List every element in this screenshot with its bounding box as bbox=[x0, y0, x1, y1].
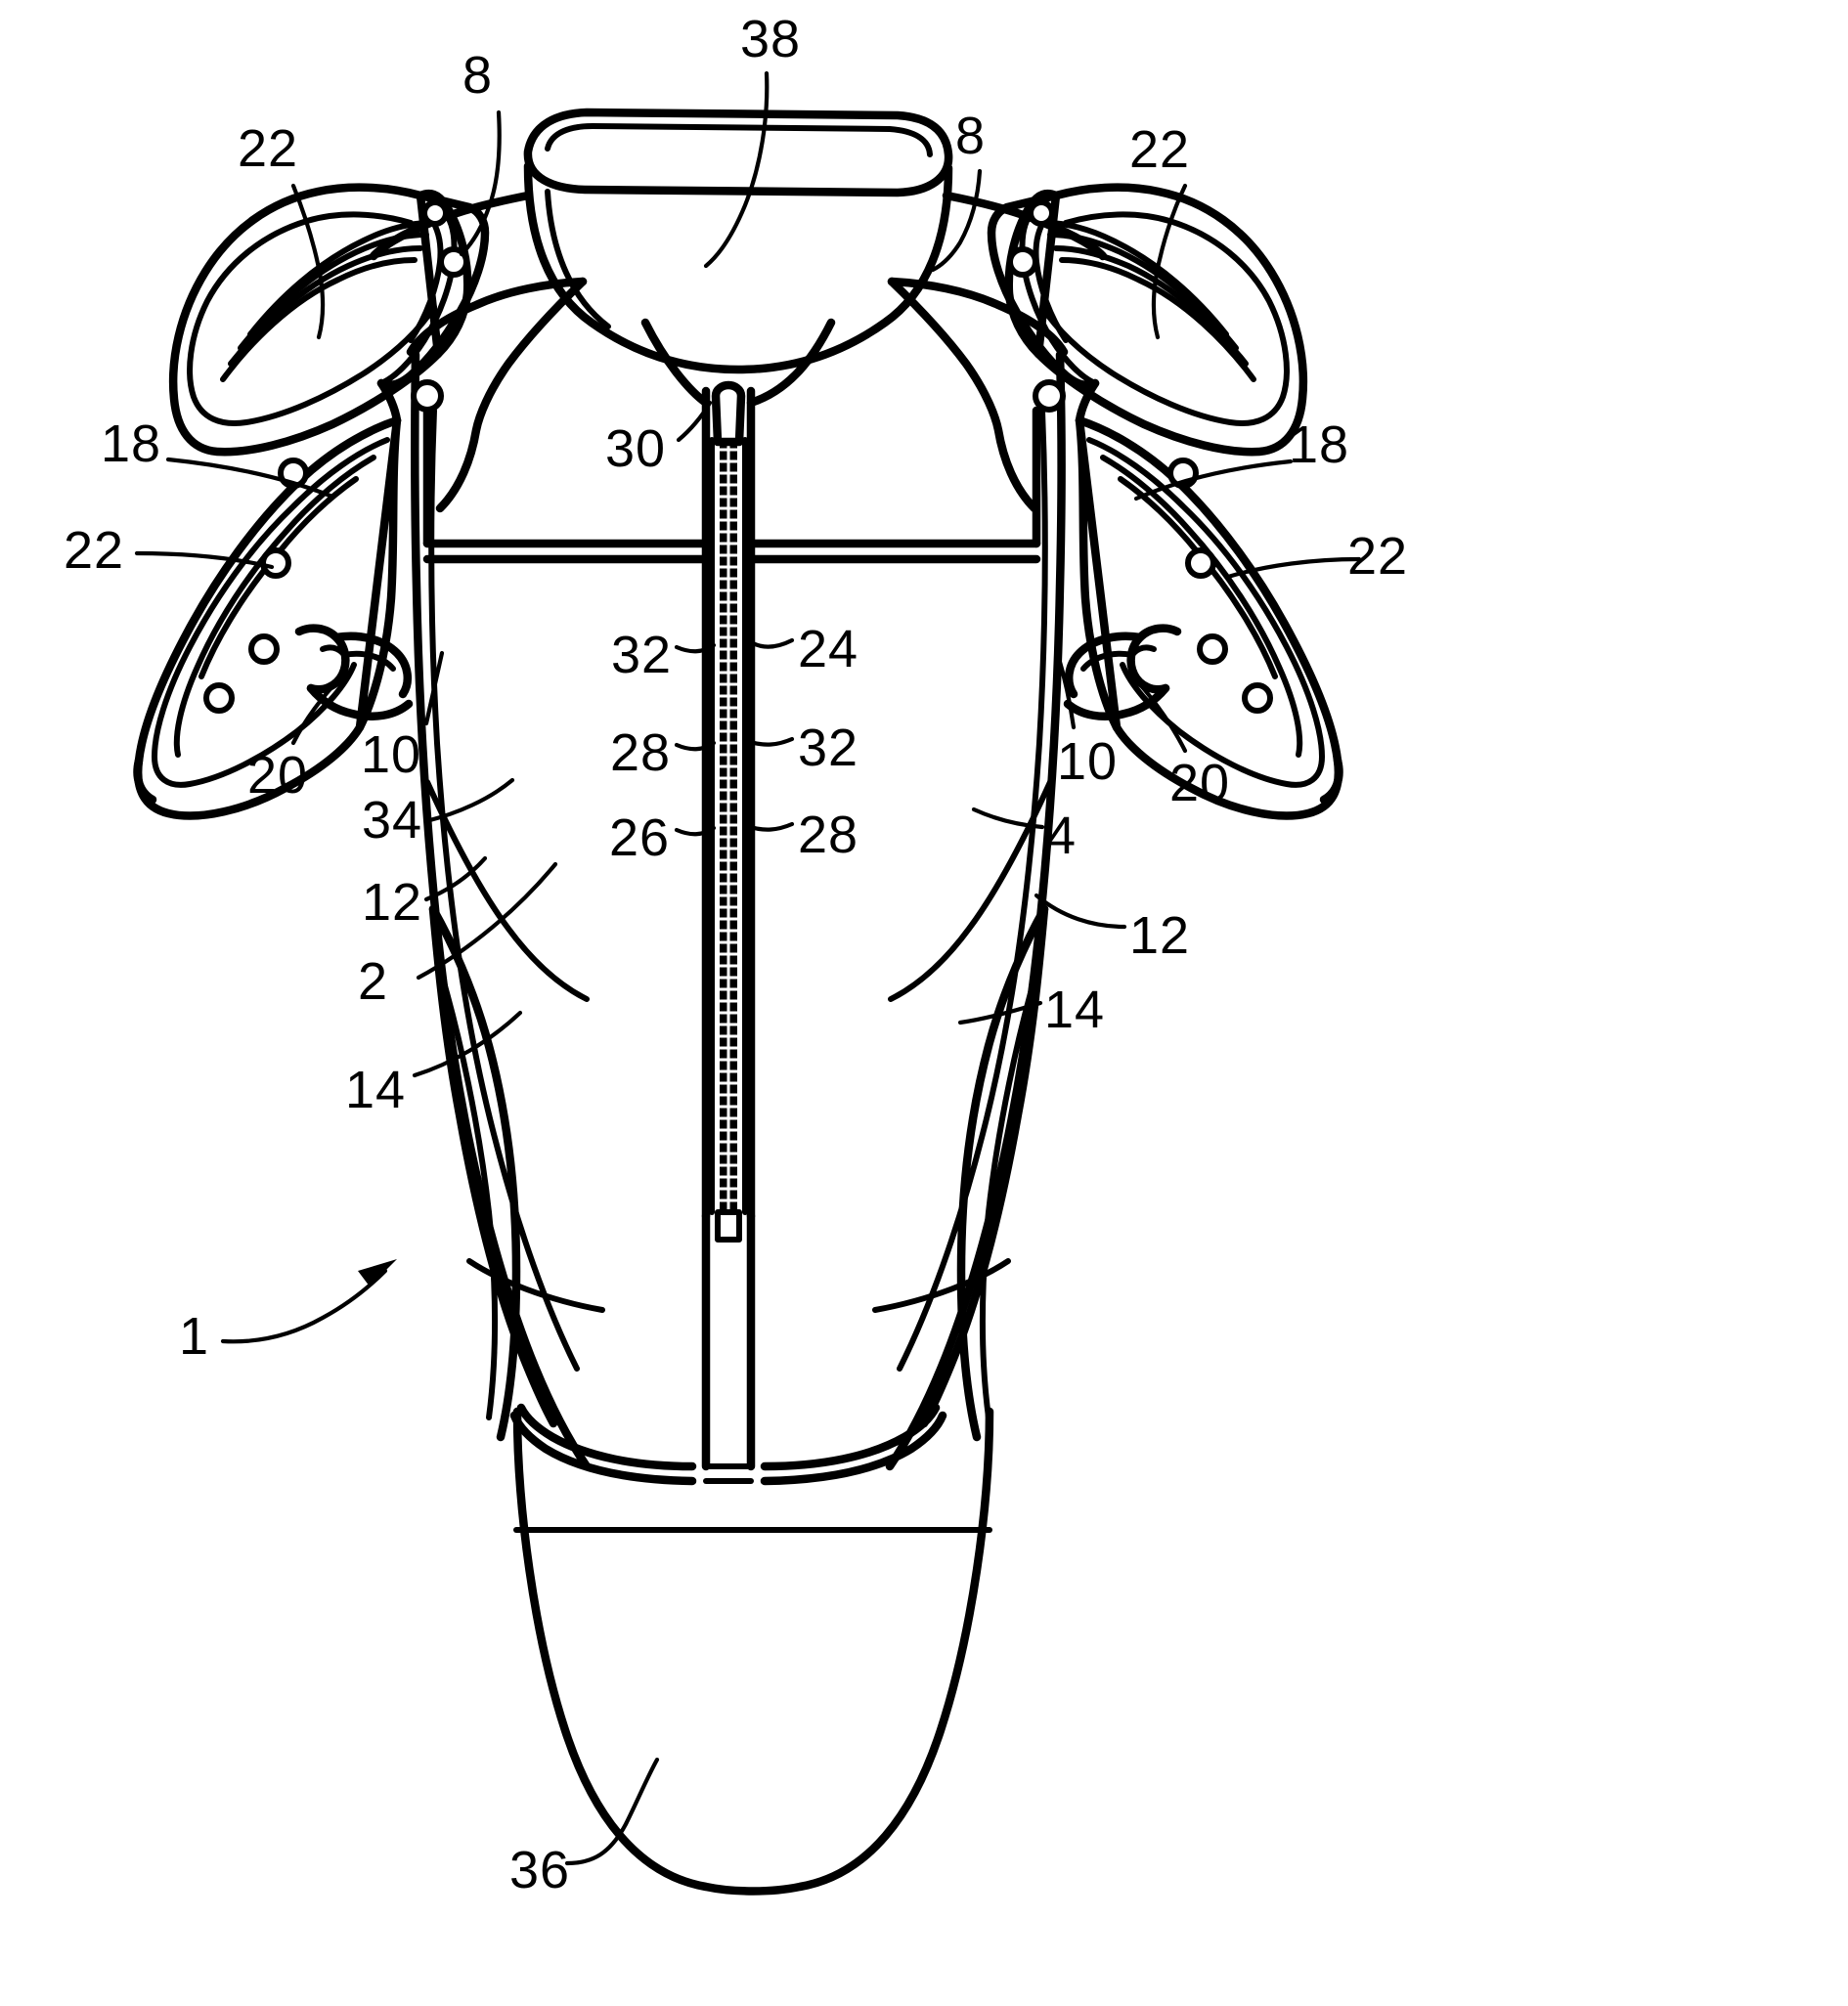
ref-numeral-12-left: 12 bbox=[362, 873, 423, 932]
ref-numeral-28-lower: 28 bbox=[798, 806, 859, 864]
ref-numeral-8-right: 8 bbox=[955, 107, 987, 165]
ref-numeral-1-assembly: 1 bbox=[179, 1307, 210, 1366]
belly-pad-group bbox=[509, 1211, 994, 1896]
ref-numeral-18-right: 18 bbox=[1289, 415, 1350, 474]
left-rib-panel bbox=[424, 779, 605, 1442]
ref-numeral-12-right: 12 bbox=[1129, 906, 1191, 965]
ref-numeral-4: 4 bbox=[1046, 807, 1078, 865]
ref-numeral-32-lower: 32 bbox=[798, 719, 859, 777]
ref-numeral-22-top-right: 22 bbox=[1129, 120, 1191, 179]
left-epaulet-pad bbox=[168, 183, 490, 457]
ref-numeral-14-right: 14 bbox=[1044, 981, 1106, 1039]
ref-numeral-38-collar: 38 bbox=[740, 10, 802, 68]
ref-numeral-22-mid-right: 22 bbox=[1347, 527, 1409, 586]
collar-group bbox=[523, 108, 953, 374]
ref-numeral-10-left: 10 bbox=[361, 725, 422, 784]
right-rib-panel bbox=[872, 779, 1053, 1442]
ref-numeral-32-upper: 32 bbox=[611, 626, 673, 684]
ref-numeral-2: 2 bbox=[358, 952, 389, 1011]
leader-lines bbox=[134, 70, 1362, 1866]
zipper-assembly bbox=[709, 380, 748, 1243]
ref-numeral-24: 24 bbox=[798, 620, 859, 678]
ref-numeral-36-belly: 36 bbox=[509, 1841, 571, 1899]
ref-numeral-22-top-left: 22 bbox=[238, 119, 299, 178]
ref-numeral-22-mid-left: 22 bbox=[64, 521, 125, 580]
right-epaulet-pad bbox=[987, 183, 1308, 457]
ref-numeral-14-left: 14 bbox=[345, 1061, 407, 1119]
right-deltoid-arm-pad bbox=[1063, 415, 1343, 820]
ref-numeral-18-left: 18 bbox=[101, 414, 162, 473]
ref-numeral-26: 26 bbox=[609, 808, 671, 867]
left-deltoid-arm-pad bbox=[133, 415, 414, 820]
ref-numeral-28-upper: 28 bbox=[610, 723, 672, 782]
ref-numeral-10-right: 10 bbox=[1057, 732, 1119, 791]
ref-numeral-34: 34 bbox=[362, 791, 423, 850]
ref-numeral-30-slider: 30 bbox=[605, 419, 667, 478]
ref-numeral-20-left: 20 bbox=[247, 746, 309, 805]
ref-numeral-20-right: 20 bbox=[1169, 754, 1231, 812]
ref-numeral-8-left: 8 bbox=[462, 46, 494, 105]
